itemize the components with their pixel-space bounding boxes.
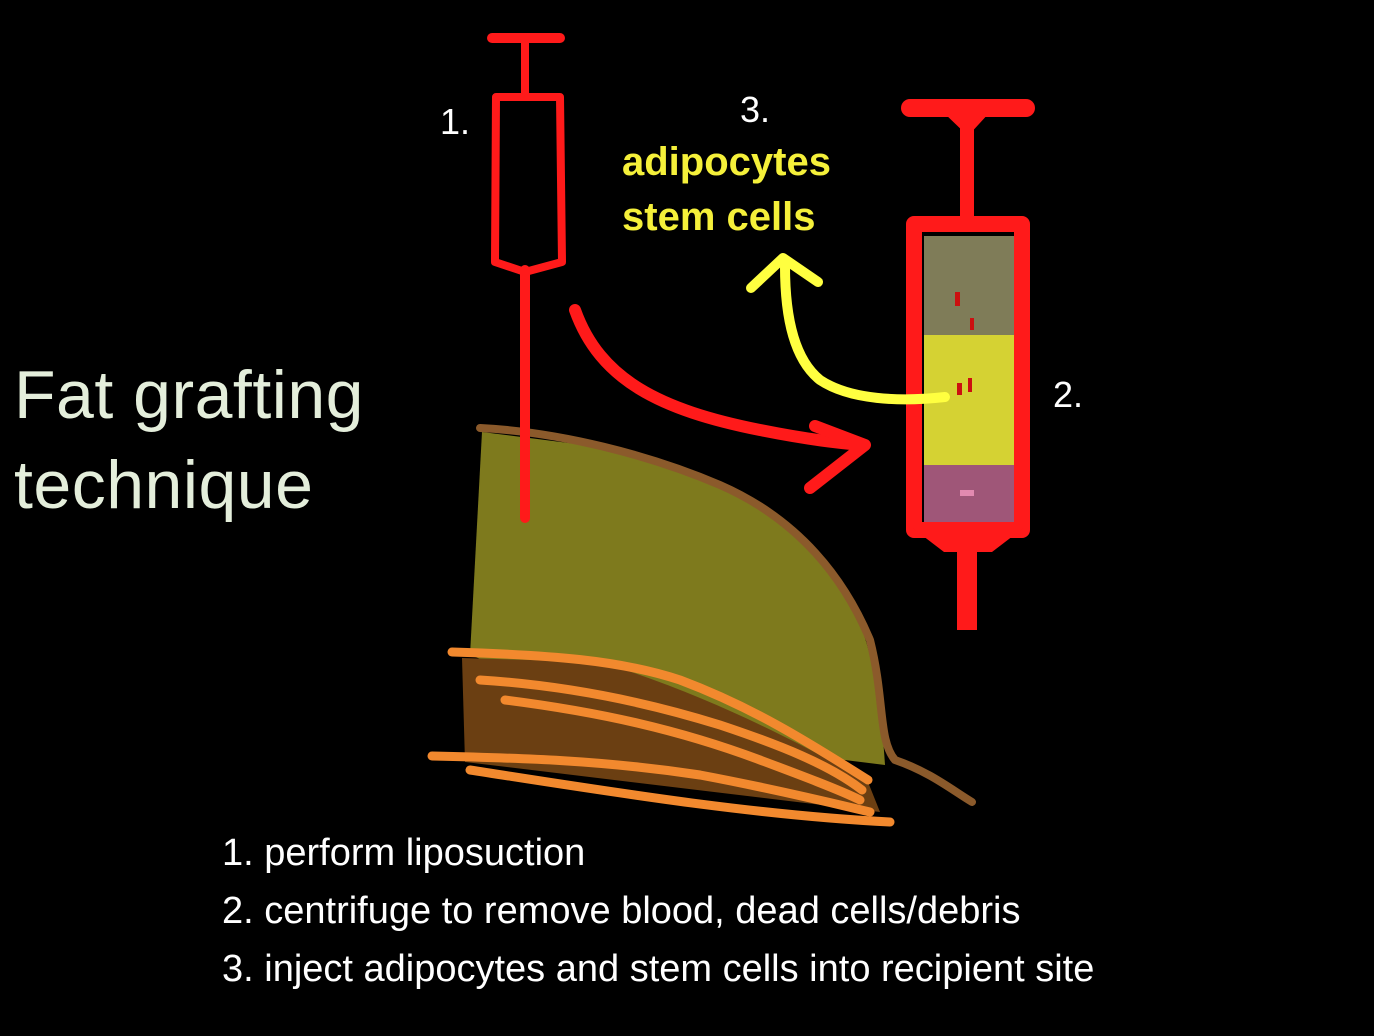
- speck: [957, 383, 962, 395]
- product-arrow-head: [746, 253, 823, 293]
- tissue-outline: [476, 424, 976, 806]
- step-item: 3. inject adipocytes and stem cells into…: [222, 948, 1095, 990]
- debris-specks: [955, 292, 974, 496]
- product-label-adipocytes: adipocytes: [622, 140, 831, 184]
- step-3-marker: 3.: [740, 89, 771, 130]
- speck: [955, 292, 960, 306]
- product-label-stem-cells: stem cells: [622, 195, 816, 239]
- fiber: [500, 695, 865, 805]
- speck: [968, 378, 972, 392]
- step-1-marker: 1.: [440, 101, 471, 142]
- fiber: [447, 647, 873, 785]
- transfer-arrow-head: [804, 420, 871, 494]
- step-item: 1. perform liposuction: [222, 832, 586, 874]
- product-arrow: [746, 253, 950, 405]
- product-arrow-shaft: [780, 261, 950, 405]
- fiber: [475, 675, 867, 795]
- speck: [960, 490, 974, 496]
- syringe-tip: [910, 526, 1026, 552]
- step-2-marker: 2.: [1053, 374, 1084, 415]
- fiber: [427, 751, 875, 817]
- transfer-arrow-shaft: [569, 304, 868, 451]
- liposuction-syringe: [487, 33, 566, 523]
- centrifuged-syringe: [901, 99, 1035, 630]
- title-line-2: technique: [14, 447, 314, 523]
- steps-list: 1. perform liposuction 2. centrifuge to …: [222, 824, 1094, 998]
- fiber: [465, 765, 895, 827]
- syringe-barrel: [491, 93, 566, 276]
- syringe-needle: [957, 548, 977, 630]
- speck: [970, 318, 974, 330]
- title-line-1: Fat grafting: [14, 357, 364, 433]
- fibers: [427, 647, 895, 827]
- step-item: 2. centrifuge to remove blood, dead cell…: [222, 890, 1021, 932]
- transfer-arrow: [569, 304, 871, 494]
- page-title: Fat grafting technique: [14, 350, 364, 530]
